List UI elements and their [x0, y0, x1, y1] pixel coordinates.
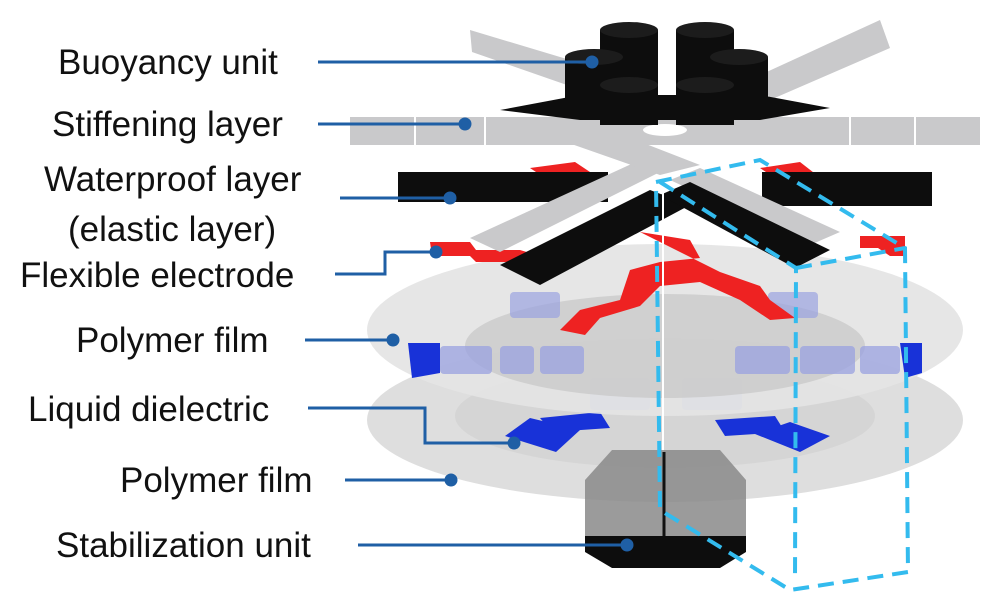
stiffening-layer: [350, 117, 980, 145]
stabilization-unit: [585, 450, 746, 568]
leader-waterproof-dot: [443, 191, 457, 205]
label-polymer-film-bottom: Polymer film: [120, 461, 313, 500]
leader-lines: [305, 55, 634, 552]
label-liquid-dielectric: Liquid dielectric: [28, 390, 270, 429]
label-flexible-electrode: Flexible electrode: [20, 256, 295, 295]
leader-electrode-dot: [429, 245, 443, 259]
buoyancy-black-plate: [500, 95, 830, 120]
label-stabilization-unit: Stabilization unit: [56, 526, 311, 565]
black-cross-arms: [500, 182, 830, 285]
leader-electrode: [335, 250, 436, 276]
label-elastic-layer: (elastic layer): [68, 210, 277, 249]
leader-stabilization-dot: [620, 538, 634, 552]
label-polymer-film-top: Polymer film: [76, 321, 269, 360]
leader-polymer-top-dot: [386, 333, 400, 347]
label-waterproof-layer: Waterproof layer: [44, 160, 302, 199]
leader-dielectric: [308, 406, 514, 445]
leader-stiffening-dot: [458, 117, 472, 131]
label-stiffening-layer: Stiffening layer: [52, 105, 283, 144]
leader-polymer-bottom-dot: [444, 473, 458, 487]
leader-dielectric-dot: [507, 436, 521, 450]
label-buoyancy-unit: Buoyancy unit: [58, 43, 278, 82]
leader-buoyancy-dot: [585, 55, 599, 69]
liquid-dielectric-band: [408, 292, 922, 378]
buoyancy-cylinders: [565, 22, 768, 125]
dashed-detail-box: [653, 157, 911, 593]
